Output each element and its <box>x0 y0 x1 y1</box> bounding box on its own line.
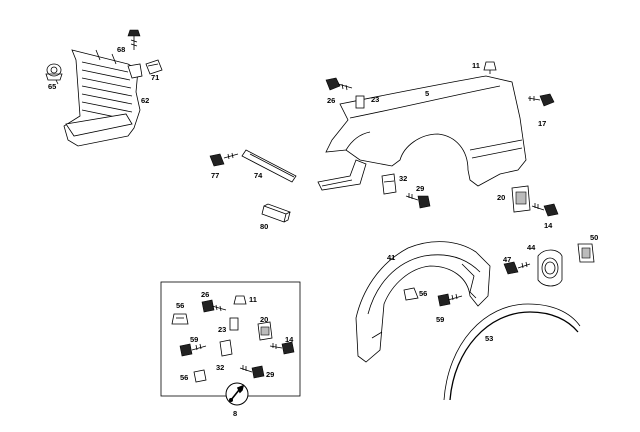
callout-20: 20 <box>497 193 505 202</box>
kit-bolt-14 <box>269 341 295 355</box>
kit-callout-11: 11 <box>249 295 257 304</box>
callout-32: 32 <box>399 174 407 183</box>
callout-68: 68 <box>117 45 125 54</box>
callout-62: 62 <box>141 96 149 105</box>
wrench-icon <box>225 382 249 406</box>
arch-trim-53 <box>443 303 581 401</box>
bracket-20 <box>511 185 531 213</box>
callout-26: 26 <box>327 96 335 105</box>
bolt-77 <box>209 152 239 167</box>
nut-65 <box>45 63 63 81</box>
clip-71 <box>145 59 163 75</box>
callout-65: 65 <box>48 82 56 91</box>
kit-callout-56b: 56 <box>180 373 188 382</box>
kit-bolt-11 <box>233 295 247 305</box>
callout-23: 23 <box>371 95 379 104</box>
kit-bolt-26 <box>201 299 227 313</box>
callout-59: 59 <box>436 315 444 324</box>
screw-47 <box>503 261 531 275</box>
wheel-liner-41 <box>355 241 491 363</box>
callout-41: 41 <box>387 253 395 262</box>
callout-74: 74 <box>254 171 263 180</box>
kit-callout-14: 14 <box>285 335 294 344</box>
kit-bracket-20 <box>257 321 273 341</box>
kit-clip-56a <box>171 313 189 325</box>
kit-clip-23 <box>229 317 239 331</box>
grommet-44 <box>537 249 563 287</box>
callout-77: 77 <box>211 171 219 180</box>
kit-clip-56b <box>193 369 207 383</box>
kit-bolt-29 <box>239 365 265 379</box>
bolt-11 <box>483 61 497 74</box>
callout-17: 17 <box>538 119 546 128</box>
bolt-68 <box>127 29 141 50</box>
kit-callout-59: 59 <box>190 335 198 344</box>
fender-bracket <box>317 159 367 191</box>
callout-56: 56 <box>419 289 427 298</box>
fastener-kit-box <box>160 281 301 397</box>
callout-53: 53 <box>485 334 493 343</box>
seal-strip-74 <box>241 149 297 183</box>
clip-56 <box>403 287 419 301</box>
bolt-29 <box>405 193 431 209</box>
callout-47: 47 <box>503 255 511 264</box>
kit-callout-29: 29 <box>266 370 274 379</box>
callout-44: 44 <box>527 243 536 252</box>
kit-callout-32: 32 <box>216 363 224 372</box>
screw-59 <box>437 293 463 307</box>
kit-screw-59 <box>179 343 207 357</box>
bolt-26 <box>325 77 353 91</box>
kit-callout-8: 8 <box>233 409 237 418</box>
kit-clip-32 <box>219 339 233 357</box>
callout-71: 71 <box>151 73 159 82</box>
callout-50: 50 <box>590 233 598 242</box>
pad-50 <box>577 243 595 263</box>
clip-23 <box>355 95 365 109</box>
callout-5: 5 <box>425 89 429 98</box>
pad-80 <box>261 203 292 223</box>
kit-callout-56a: 56 <box>176 301 184 310</box>
callout-14: 14 <box>544 221 553 230</box>
callout-80: 80 <box>260 222 268 231</box>
air-duct-assembly <box>63 49 143 147</box>
kit-callout-26: 26 <box>201 290 209 299</box>
callout-29: 29 <box>416 184 424 193</box>
kit-callout-23: 23 <box>218 325 226 334</box>
clip-32 <box>381 173 397 195</box>
kit-callout-20: 20 <box>260 315 268 324</box>
bolt-14 <box>531 203 559 217</box>
fender-5 <box>325 75 527 187</box>
bolt-17 <box>527 93 555 107</box>
callout-11: 11 <box>472 61 480 70</box>
